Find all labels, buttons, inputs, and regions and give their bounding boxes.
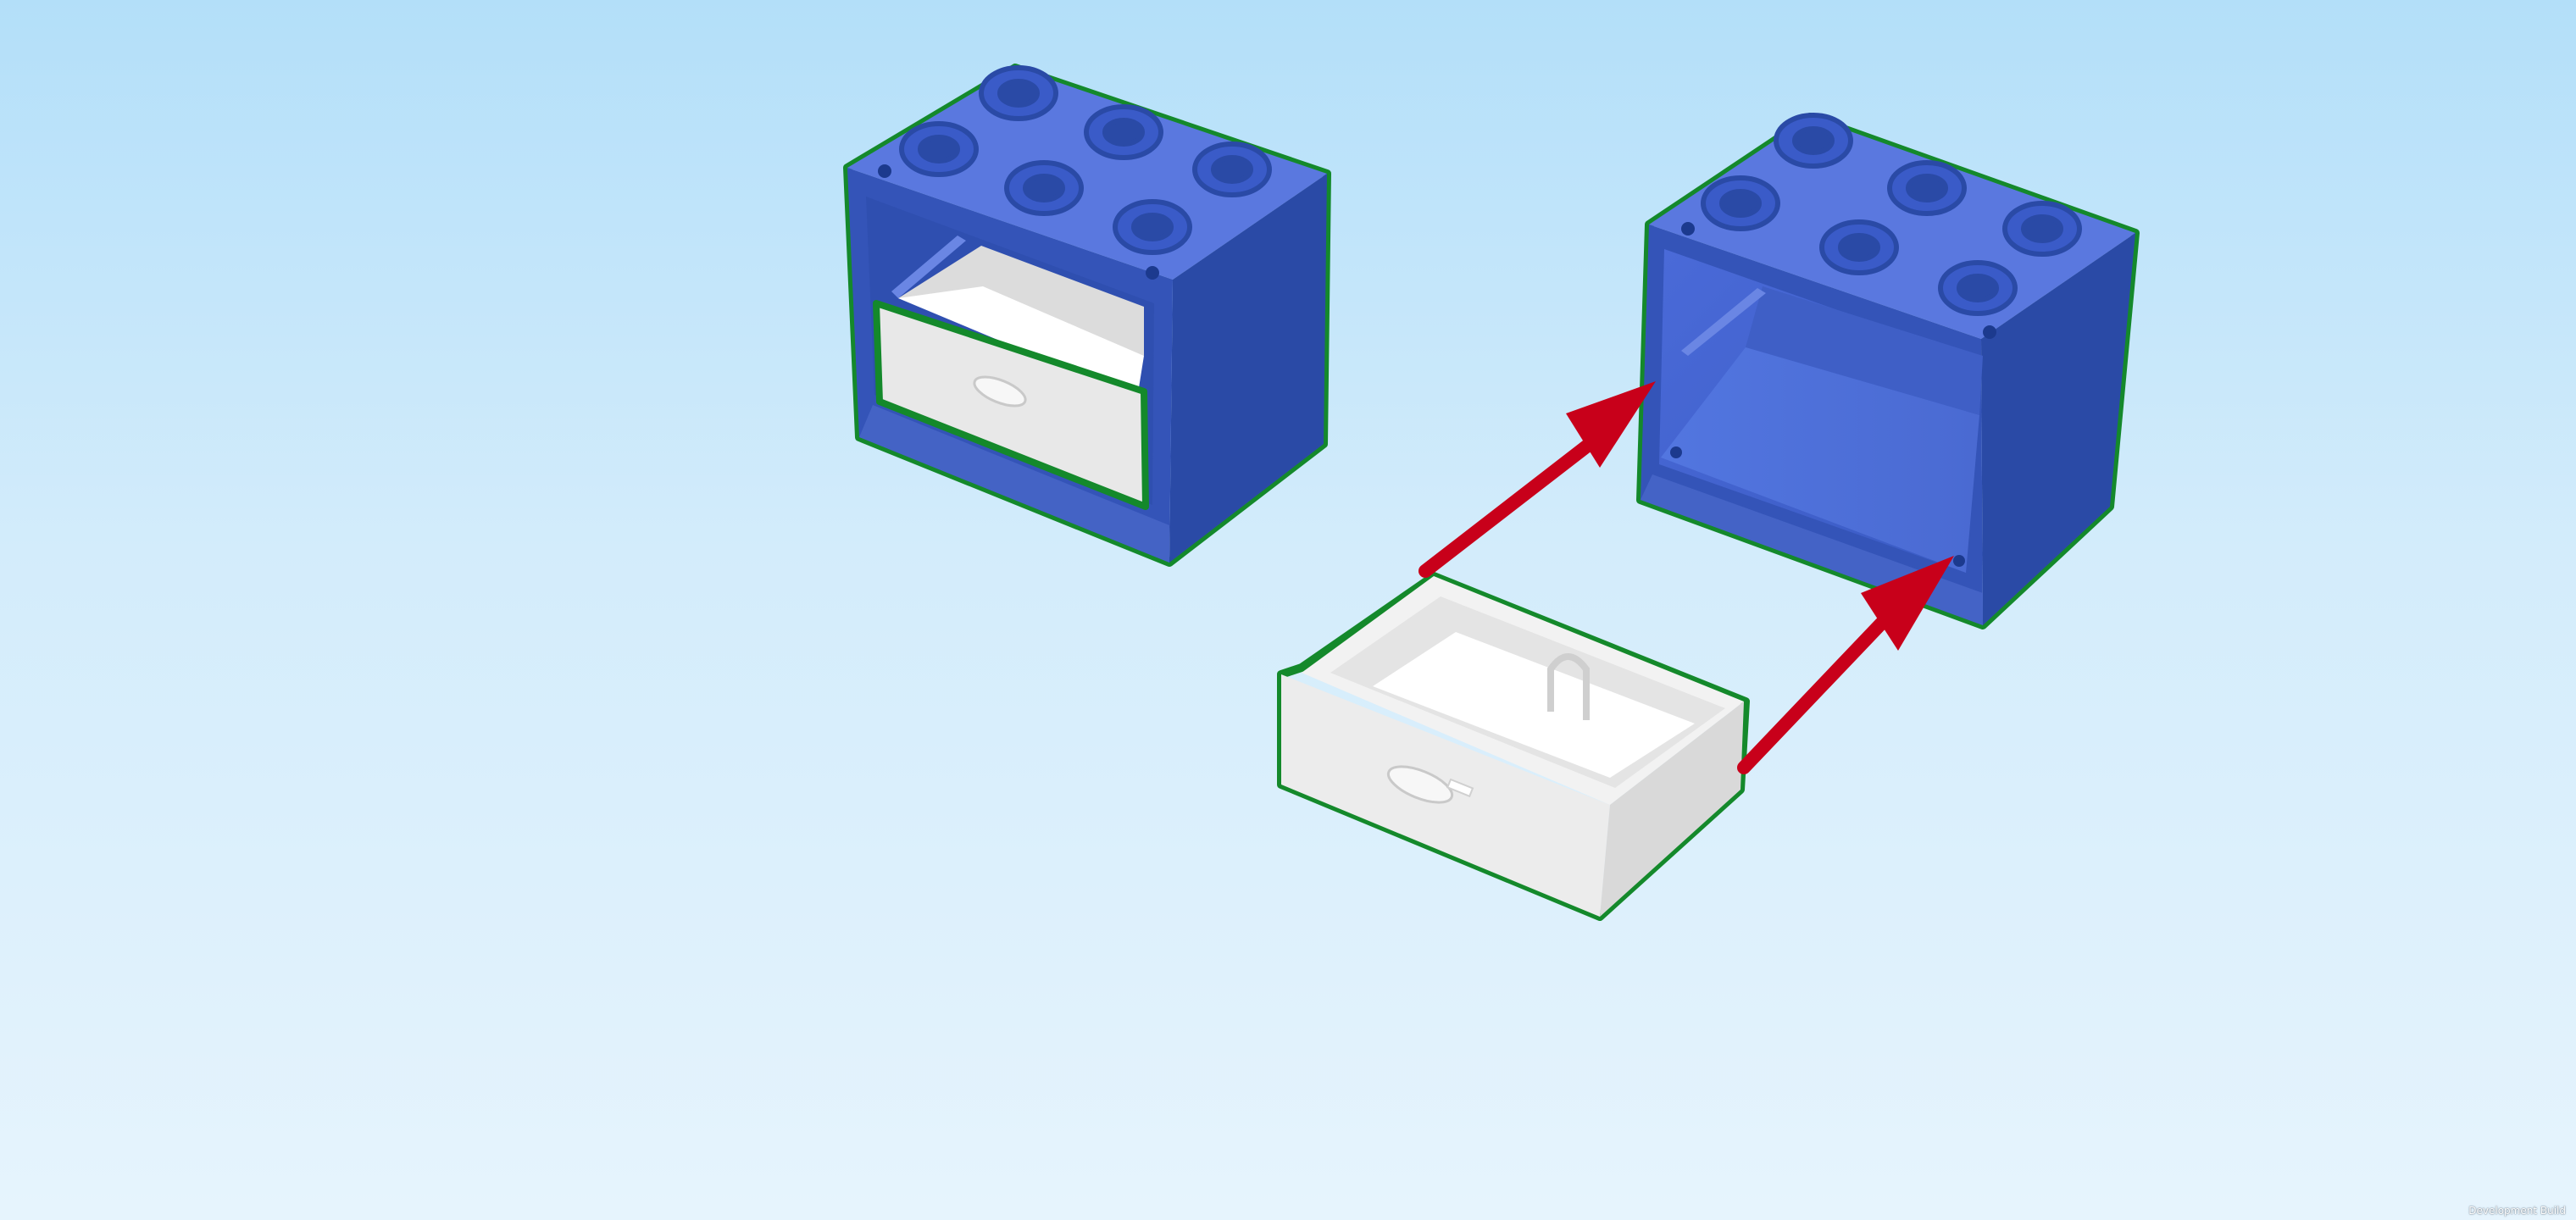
drawer-rear-clip — [1547, 653, 1590, 720]
pin-hole — [878, 164, 891, 178]
studs — [1701, 113, 2082, 316]
pin-hole — [1681, 222, 1695, 236]
build-label: Development Build — [2468, 1205, 2566, 1217]
cabinet-with-drawer[interactable] — [843, 64, 1331, 567]
drawer-side-face — [1600, 702, 1744, 917]
insert-arrow-upper — [1418, 381, 1656, 578]
cabinet-empty[interactable] — [1636, 113, 2140, 629]
drawer-inner-floor — [1373, 632, 1695, 778]
studs — [899, 65, 1272, 255]
cabinet-side-face — [1981, 233, 2135, 625]
drawer-handle — [973, 375, 1027, 408]
pin-hole — [1953, 555, 1965, 567]
pin-hole — [1146, 266, 1159, 280]
cabinet-top-face — [847, 68, 1327, 280]
pin-hole — [1670, 446, 1682, 458]
cabinet-inner-back — [1746, 286, 1983, 415]
pin-hole — [1983, 325, 1996, 339]
cabinet-bottom-lip — [859, 405, 1169, 563]
drawer-rail — [891, 236, 966, 298]
drawer-back-wall — [898, 246, 1144, 356]
drawer-handle-stub — [1446, 778, 1474, 798]
drawer-handle — [1386, 765, 1454, 804]
drawer-loose[interactable] — [1277, 572, 1750, 921]
cabinet-side-face — [1169, 174, 1327, 563]
cabinet-inner-floor — [1661, 347, 1979, 573]
insert-arrow-lower — [1737, 556, 1954, 774]
drawer-rail — [1681, 288, 1766, 356]
selection-outline — [1277, 572, 1750, 921]
